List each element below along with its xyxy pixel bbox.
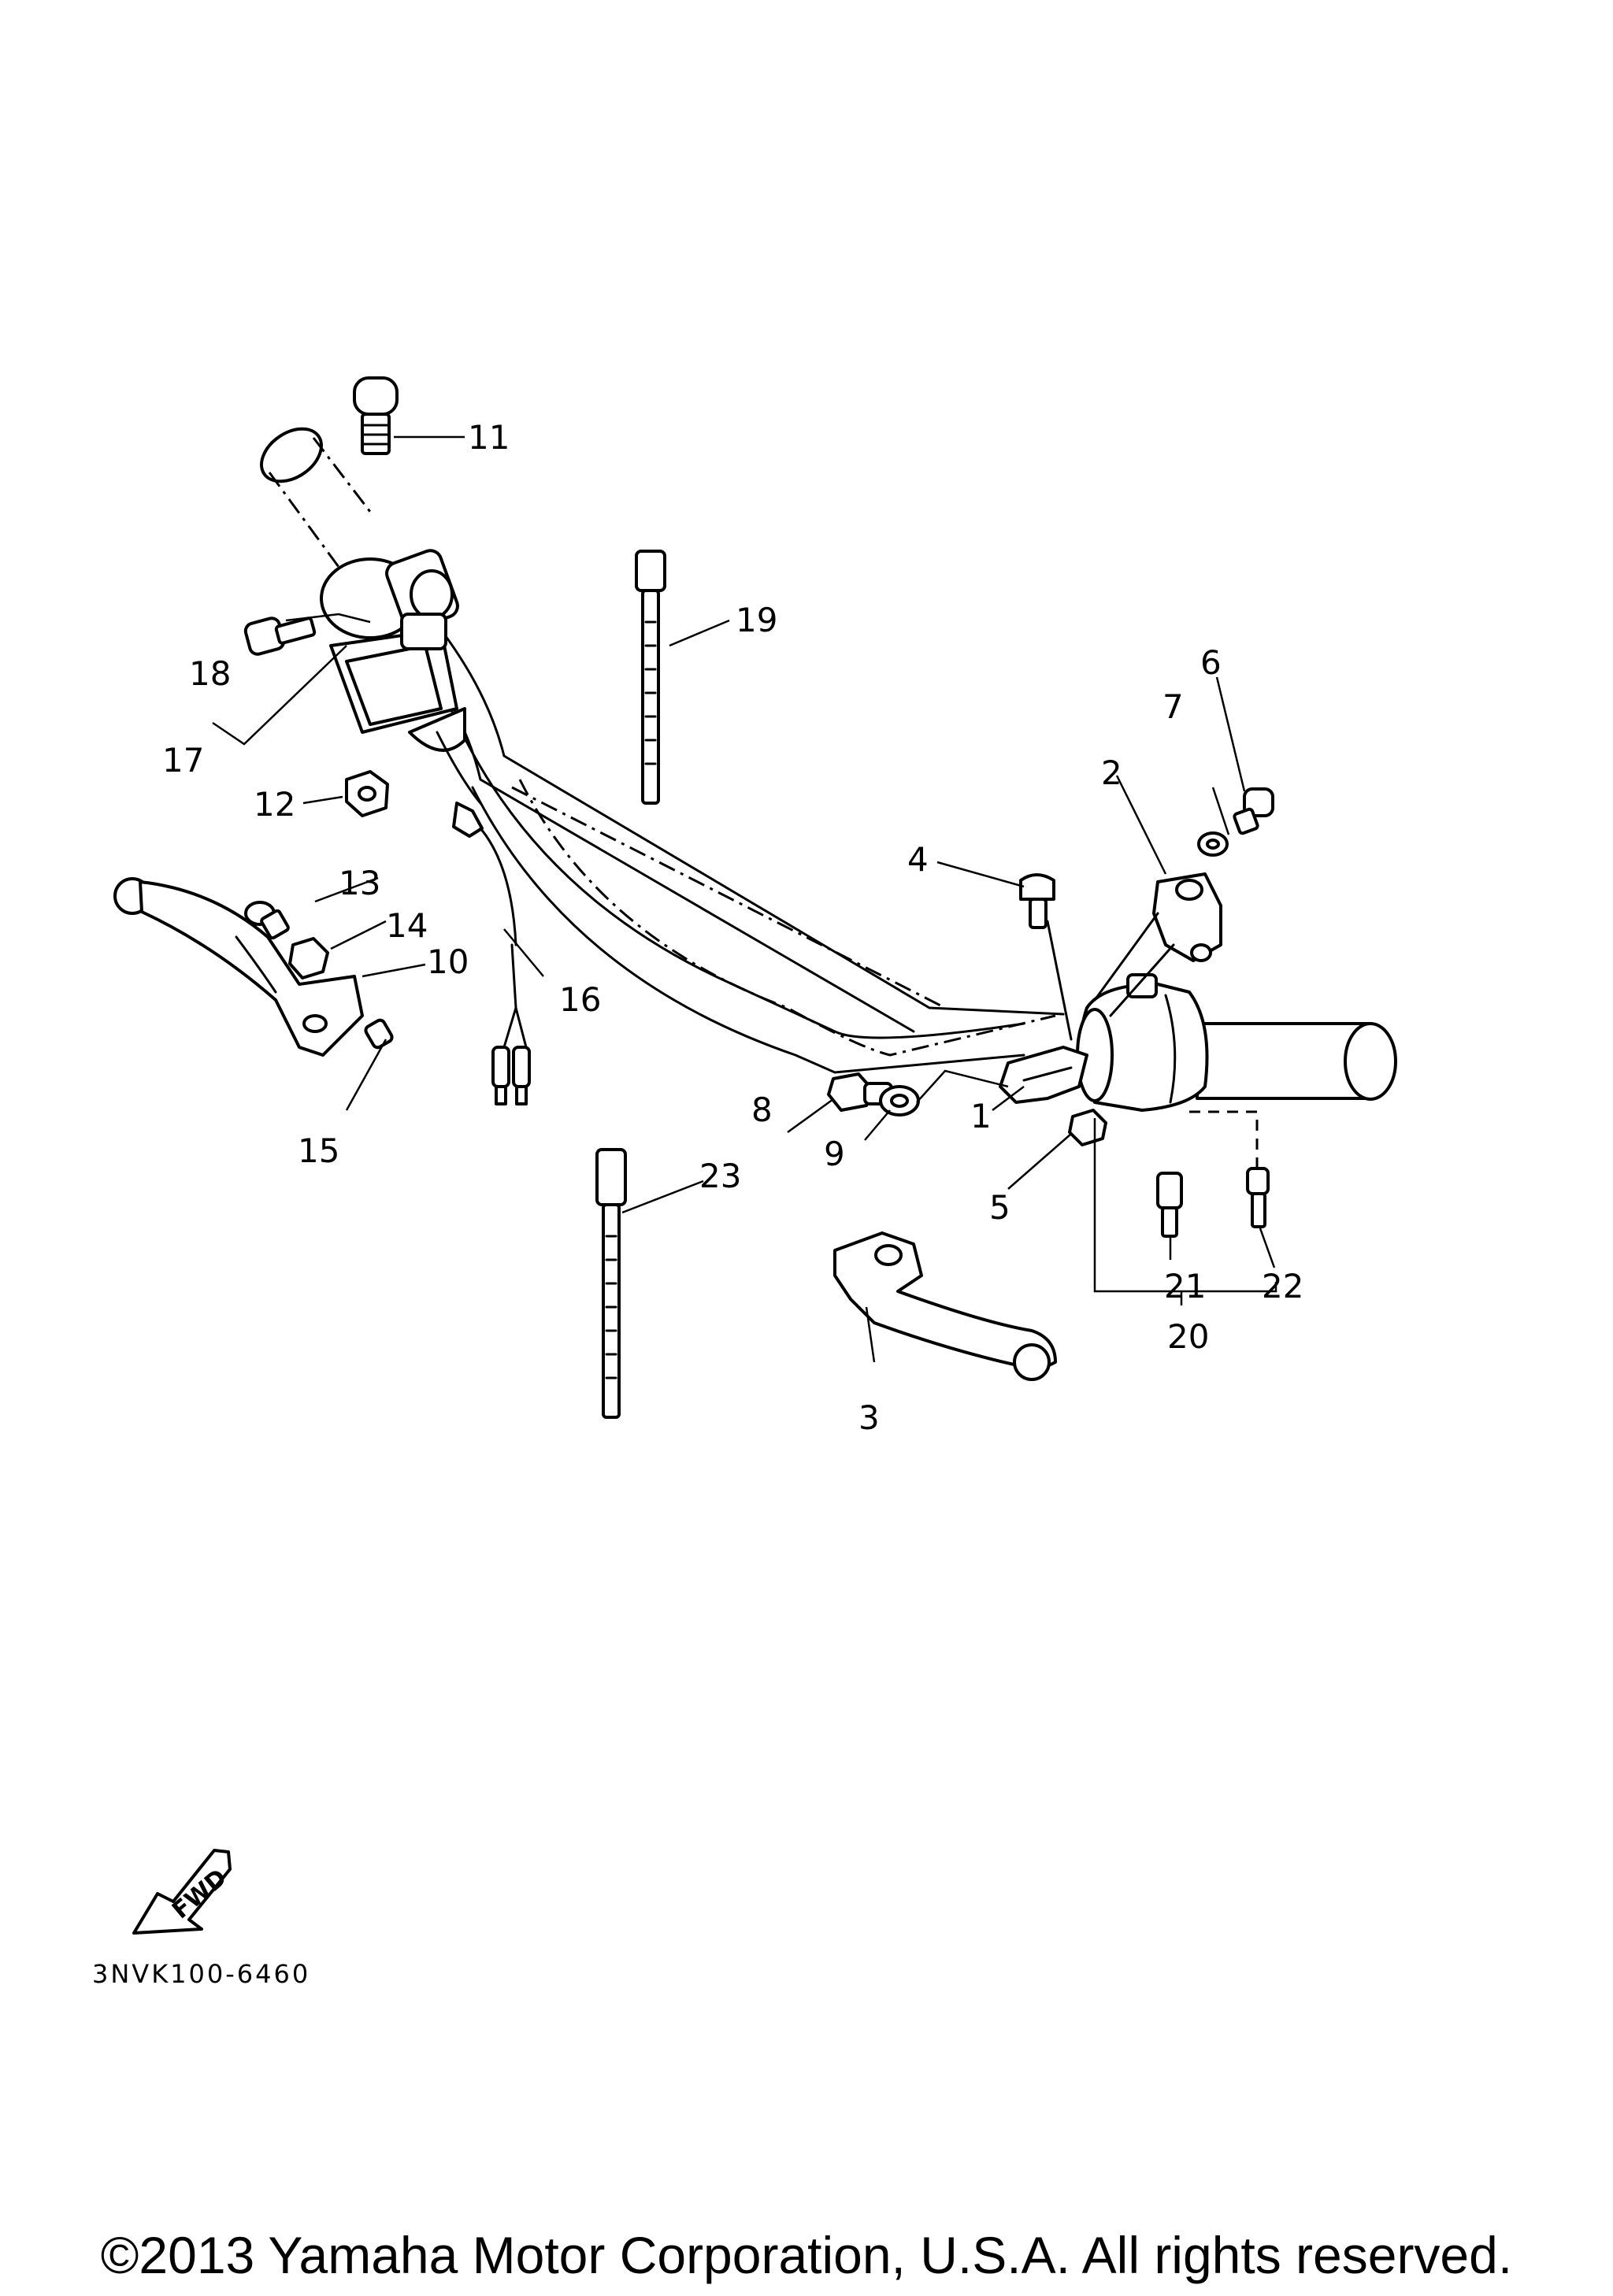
callout-11: 11 <box>468 418 510 457</box>
fwd-arrow: FWD <box>132 1849 232 1935</box>
callout-8: 8 <box>751 1091 773 1129</box>
leader-lines <box>212 435 1277 1363</box>
clutch-lever-10 <box>113 877 364 1057</box>
callout-23: 23 <box>699 1157 741 1195</box>
cable-tie-19 <box>635 550 666 805</box>
bolt-6 <box>1233 787 1274 835</box>
callout-14: 14 <box>386 906 428 945</box>
nut-5 <box>1068 1109 1107 1146</box>
clamp-2 <box>1093 872 1222 1017</box>
bolt-11 <box>353 376 399 455</box>
cable-tie-23 <box>595 1148 627 1419</box>
callout-10: 10 <box>427 942 469 981</box>
nut-12 <box>345 770 389 817</box>
pin-15 <box>364 1018 394 1050</box>
bolt-13 <box>244 901 290 940</box>
diagram-code: 3NVK100-6460 <box>92 1959 311 1989</box>
callout-7: 7 <box>1162 687 1184 726</box>
callout-15: 15 <box>298 1131 339 1170</box>
callout-20: 20 <box>1167 1317 1209 1356</box>
screw-18 <box>243 617 317 656</box>
callout-18: 18 <box>189 654 231 693</box>
right-grip-and-switch <box>1076 973 1397 1112</box>
part-8 <box>827 1072 893 1112</box>
screw-21 <box>1156 1172 1183 1238</box>
callout-labels: 1 2 3 4 5 6 7 8 9 10 11 12 13 14 15 16 1… <box>162 418 1303 1437</box>
callout-19: 19 <box>736 601 777 639</box>
washer-7 <box>1197 831 1229 857</box>
nut-14 <box>288 937 329 980</box>
screw-22 <box>1246 1167 1270 1228</box>
callout-3: 3 <box>858 1398 880 1437</box>
callout-16: 16 <box>559 980 601 1019</box>
washer-9 <box>879 1085 920 1117</box>
callout-17: 17 <box>162 741 204 780</box>
callout-1: 1 <box>970 1097 992 1135</box>
callout-13: 13 <box>339 864 380 902</box>
callout-5: 5 <box>989 1188 1010 1227</box>
callout-9: 9 <box>824 1135 845 1173</box>
callout-12: 12 <box>254 785 295 824</box>
bolt-4 <box>1019 873 1073 1041</box>
wire-lead <box>452 802 531 1105</box>
copyright-notice: ©2013 Yamaha Motor Corporation, U.S.A. A… <box>100 2226 1513 2284</box>
brake-lever-3 <box>833 1231 1057 1381</box>
callout-21: 21 <box>1164 1267 1206 1305</box>
callout-4: 4 <box>907 840 929 879</box>
callout-22: 22 <box>1262 1267 1303 1305</box>
left-switch-assembly <box>320 549 482 805</box>
callout-2: 2 <box>1101 754 1122 792</box>
callout-6: 6 <box>1200 643 1222 682</box>
